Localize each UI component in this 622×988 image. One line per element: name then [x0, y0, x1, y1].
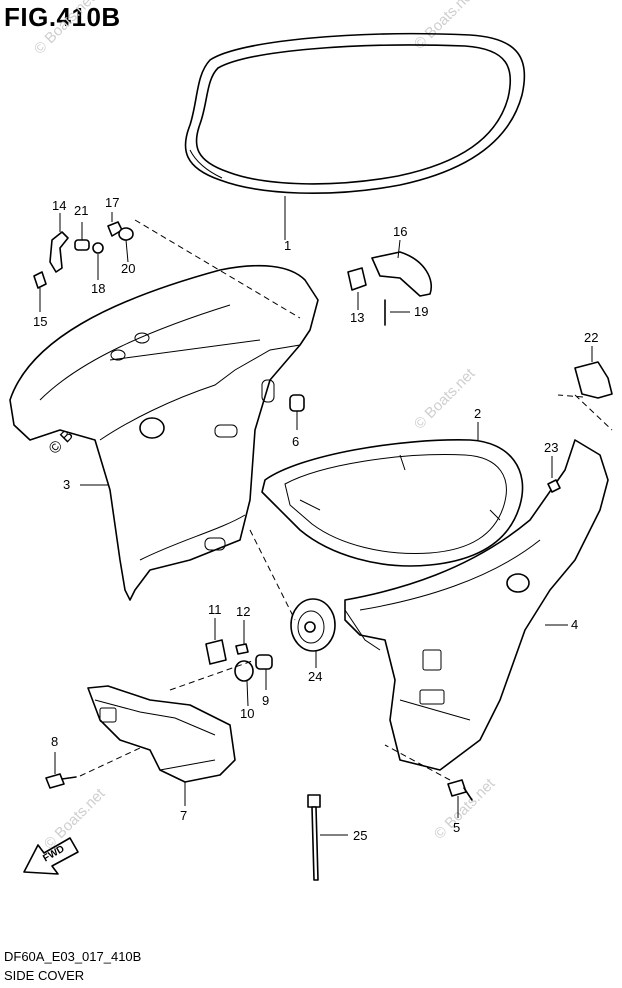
- callout-17: 17: [105, 195, 119, 210]
- part-3-side-cover-left: [9, 264, 319, 601]
- callout-25: 25: [353, 828, 367, 843]
- callout-21: 21: [74, 203, 88, 218]
- part-1-seal: [184, 32, 526, 240]
- callout-14: 14: [52, 198, 66, 213]
- part-7-lower-cover: [87, 685, 236, 806]
- part-23: [547, 456, 561, 493]
- callout-13: 13: [350, 310, 364, 325]
- callout-4: 4: [571, 617, 578, 632]
- callout-labels: 1 2 3 4 5 6 7 8 9 10 11 12 13 14 15 16 1…: [33, 195, 598, 843]
- figure-title: FIG.410B: [4, 2, 121, 32]
- part-24-grommet: [249, 529, 336, 668]
- parts-13-16-19: [347, 239, 432, 326]
- callout-6: 6: [292, 434, 299, 449]
- parts-9-10-11-12: [169, 618, 273, 707]
- watermark: © Boats.net: [31, 0, 99, 58]
- clip-parts-14-21-17-18-20-15: [33, 212, 301, 319]
- diagram-caption: SIDE COVER: [4, 968, 85, 983]
- watermark: © Boats.net: [41, 785, 109, 853]
- callout-24: 24: [308, 669, 322, 684]
- part-6: [289, 394, 305, 430]
- callout-19: 19: [414, 304, 428, 319]
- callout-11: 11: [208, 602, 222, 617]
- callout-10: 10: [240, 706, 254, 721]
- watermark: © Boats.net: [431, 775, 499, 843]
- callout-18: 18: [91, 281, 105, 296]
- part-22: [557, 346, 613, 431]
- part-4-side-cover-right: [344, 439, 609, 771]
- callout-9: 9: [262, 693, 269, 708]
- callout-1: 1: [284, 238, 291, 253]
- callout-15: 15: [33, 314, 47, 329]
- callout-22: 22: [584, 330, 598, 345]
- callout-8: 8: [51, 734, 58, 749]
- callout-16: 16: [393, 224, 407, 239]
- callout-12: 12: [236, 604, 250, 619]
- part-8: [45, 747, 141, 789]
- callout-20: 20: [121, 261, 135, 276]
- callout-2: 2: [474, 406, 481, 421]
- diagram-code: DF60A_E03_017_410B: [4, 949, 142, 964]
- part-5: [384, 744, 473, 818]
- callout-23: 23: [544, 440, 558, 455]
- callout-7: 7: [180, 808, 187, 823]
- watermark: © Boats.net: [411, 365, 479, 433]
- part-25-cable-tie: [307, 794, 348, 881]
- part-2-frame: [261, 422, 524, 567]
- callout-5: 5: [453, 820, 460, 835]
- callout-3: 3: [63, 477, 70, 492]
